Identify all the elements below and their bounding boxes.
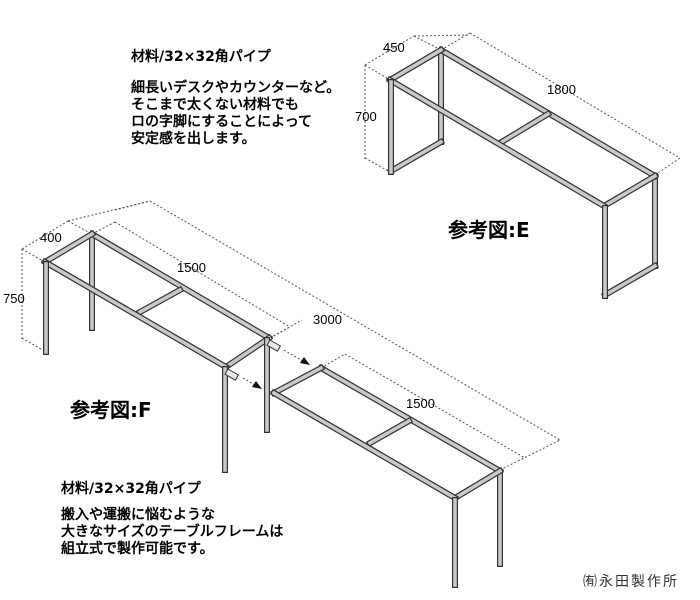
figure-f-description-line: 大きなサイズのテーブルフレームは — [61, 524, 284, 540]
figure-f-description-line: 搬入や運搬に悩むような — [61, 507, 215, 523]
figure-f-total-length-dimension: 3000 — [313, 312, 342, 327]
figure-f-material: 材料/32×32角パイプ — [61, 481, 201, 497]
figure-e-description-line: そこまで太くない材料でも — [131, 97, 299, 113]
figure-e-height-dimension: 700 — [355, 109, 377, 124]
figure-f-description-line: 組立式で製作可能です。 — [61, 541, 214, 557]
figure-e-description-line: 安定感を出します。 — [131, 131, 256, 147]
figure-f-dimension-lines — [21, 200, 561, 471]
figure-e-frame — [385, 45, 660, 300]
figure-f-height-dimension: 750 — [3, 291, 25, 306]
figure-e-description-line: ロの字脚にすることによって — [131, 114, 313, 130]
figure-e-depth-dimension: 450 — [383, 40, 405, 55]
figure-f-module-1-length-dimension: 1500 — [177, 260, 206, 275]
figure-e-material: 材料/32×32角パイプ — [131, 49, 271, 65]
figure-f-module-1 — [40, 229, 282, 473]
figure-f-module-2 — [269, 363, 505, 588]
figure-e-description: 細長いデスクやカウンターなど。 そこまで太くない材料でも ロの字脚にすることによ… — [131, 80, 340, 148]
figure-f-module-2-length-dimension: 1500 — [406, 396, 435, 411]
figure-e-label: 参考図:E — [448, 218, 530, 242]
figure-e-dimension-lines — [364, 32, 681, 176]
figure-e-length-dimension: 1800 — [547, 82, 576, 97]
company-credit: ㈲永田製作所 — [583, 574, 679, 590]
figure-f-label: 参考図:F — [70, 398, 152, 422]
figure-f-description: 搬入や運搬に悩むような 大きなサイズのテーブルフレームは 組立式で製作可能です。 — [61, 507, 283, 558]
assembly-arrows — [242, 349, 310, 389]
figure-e-description-line: 細長いデスクやカウンターなど。 — [131, 80, 341, 96]
figure-f-depth-dimension: 400 — [40, 230, 62, 245]
